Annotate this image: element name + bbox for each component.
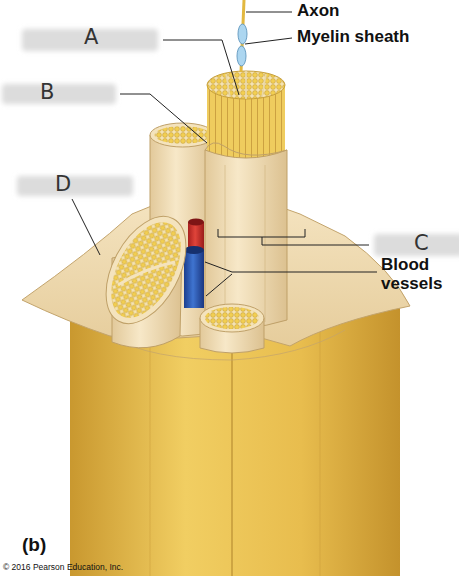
part-label: Axon xyxy=(297,2,340,21)
myelin-segment xyxy=(237,46,246,66)
vein xyxy=(184,250,204,308)
perineurium xyxy=(205,150,287,327)
callout-letter: B xyxy=(40,81,54,104)
callout-letter: C xyxy=(414,232,429,255)
callout-letter: D xyxy=(55,173,71,196)
callout-letter: A xyxy=(84,26,98,49)
leader-line xyxy=(72,12,377,296)
myelin-segment xyxy=(238,24,247,44)
part-label: Blood vessels xyxy=(381,256,455,293)
copyright-note: © 2016 Pearson Education, Inc. xyxy=(3,563,123,572)
panel-label: (b) xyxy=(22,535,46,556)
part-label: Myelin sheath xyxy=(297,28,409,47)
